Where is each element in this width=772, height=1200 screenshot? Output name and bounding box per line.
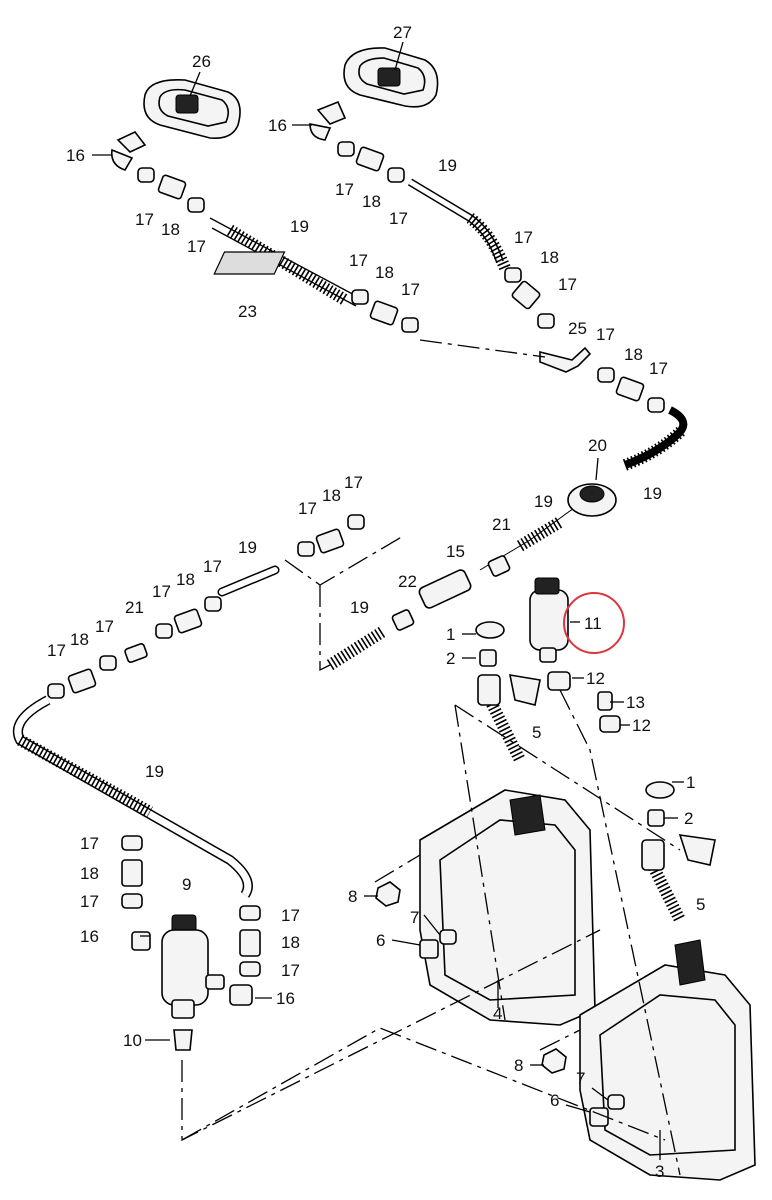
callout-12: 12 — [586, 669, 605, 688]
callout-4: 4 — [493, 1004, 502, 1023]
callout-18: 18 — [362, 192, 381, 211]
callout-20: 20 — [588, 436, 607, 455]
assembly-lines — [181, 534, 681, 1176]
callout-17: 17 — [281, 906, 300, 925]
clamps-and-connectors — [47, 141, 665, 977]
callout-6: 6 — [550, 1091, 559, 1110]
callout-17: 17 — [389, 209, 408, 228]
callout-19: 19 — [145, 762, 164, 781]
callout-23: 23 — [238, 302, 257, 321]
washer-jet-26 — [143, 71, 241, 140]
callout-18: 18 — [80, 864, 99, 883]
callout-8: 8 — [348, 887, 357, 906]
callout-26: 26 — [192, 52, 211, 71]
callout-17: 17 — [401, 280, 420, 299]
callout-17: 17 — [649, 359, 668, 378]
callout-labels: 26 27 16 16 17 18 17 19 17 18 17 19 23 1… — [47, 23, 705, 1181]
callout-17: 17 — [80, 834, 99, 853]
callout-2: 2 — [684, 809, 693, 828]
callout-22: 22 — [398, 572, 417, 591]
callout-12: 12 — [632, 716, 651, 735]
callout-6: 6 — [376, 931, 385, 950]
callout-19: 19 — [534, 492, 553, 511]
callout-25: 25 — [568, 319, 587, 338]
callout-11: 11 — [584, 614, 602, 633]
callout-19: 19 — [350, 598, 369, 617]
callout-7: 7 — [410, 908, 419, 927]
callout-17: 17 — [80, 892, 99, 911]
callout-3: 3 — [655, 1162, 664, 1181]
callout-17: 17 — [281, 961, 300, 980]
callout-17: 17 — [344, 473, 363, 492]
callout-5: 5 — [532, 723, 541, 742]
callout-18: 18 — [624, 345, 643, 364]
callout-19: 19 — [643, 484, 662, 503]
small-fittings — [131, 621, 716, 1127]
callout-5: 5 — [696, 895, 705, 914]
callout-7: 7 — [576, 1069, 585, 1088]
callout-16: 16 — [276, 989, 295, 1008]
callout-27: 27 — [393, 23, 412, 42]
callout-17: 17 — [152, 582, 171, 601]
t-connector-25 — [539, 346, 592, 373]
callout-16: 16 — [80, 927, 99, 946]
callout-9: 9 — [182, 875, 191, 894]
elbow-connector-16b — [292, 100, 347, 141]
callout-17: 17 — [187, 237, 206, 256]
washer-pump-11 — [529, 577, 569, 663]
callout-21: 21 — [492, 515, 511, 534]
callout-10: 10 — [123, 1031, 142, 1050]
callout-17: 17 — [203, 557, 222, 576]
callout-1: 1 — [446, 625, 455, 644]
callout-17: 17 — [135, 210, 154, 229]
callout-19: 19 — [438, 156, 457, 175]
leader-lines — [140, 621, 684, 1160]
callout-18: 18 — [322, 486, 341, 505]
callout-17: 17 — [558, 275, 577, 294]
washer-pump-9 — [161, 914, 225, 1051]
foam-pad-23 — [213, 251, 286, 275]
washer-jet-27 — [343, 41, 439, 108]
hose-19-network — [13, 178, 688, 898]
callout-18: 18 — [176, 570, 195, 589]
callout-13: 13 — [626, 693, 645, 712]
callout-16: 16 — [66, 146, 85, 165]
callout-18: 18 — [161, 220, 180, 239]
callout-17: 17 — [298, 499, 317, 518]
callout-17: 17 — [349, 251, 368, 270]
reservoir-tank-4 — [419, 789, 596, 1026]
callout-17: 17 — [514, 228, 533, 247]
callout-18: 18 — [540, 248, 559, 267]
elbow-connector-16a — [92, 131, 147, 171]
callout-17: 17 — [335, 180, 354, 199]
callout-16: 16 — [268, 116, 287, 135]
highlight-circle-part-11 — [563, 592, 625, 654]
callout-19: 19 — [238, 538, 257, 557]
callout-1: 1 — [686, 773, 695, 792]
check-valve-20 — [567, 457, 617, 517]
callout-18: 18 — [375, 263, 394, 282]
reservoir-tank-3 — [579, 939, 756, 1181]
callout-17: 17 — [596, 325, 615, 344]
callout-17: 17 — [47, 641, 66, 660]
callout-8: 8 — [514, 1056, 523, 1075]
callout-2: 2 — [446, 649, 455, 668]
callout-18: 18 — [70, 630, 89, 649]
callout-17: 17 — [95, 617, 114, 636]
callout-18: 18 — [281, 933, 300, 952]
callout-15: 15 — [446, 542, 465, 561]
callout-19: 19 — [290, 217, 309, 236]
callout-21: 21 — [125, 598, 144, 617]
